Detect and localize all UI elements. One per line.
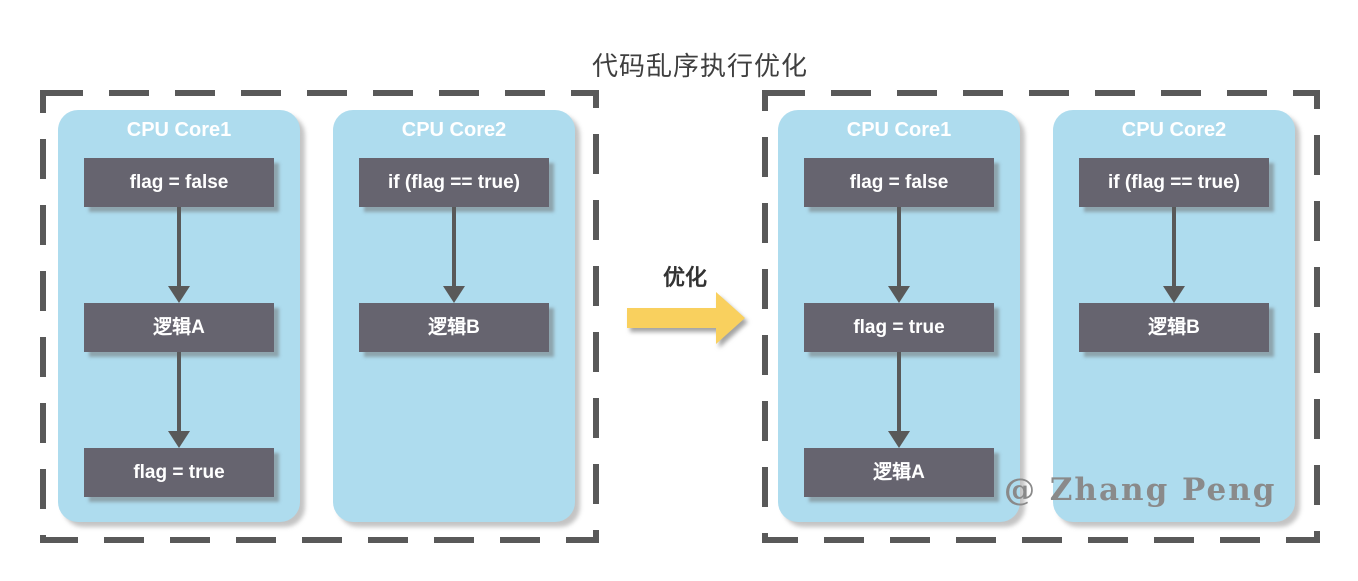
before-group-border [40, 90, 599, 543]
flow-arrow-down-icon [333, 207, 575, 303]
step-box: flag = true [804, 303, 994, 352]
panel-before-cpu-core2: CPU Core2 if (flag == true) 逻辑B [333, 110, 575, 522]
step-box: flag = true [84, 448, 274, 497]
after-group-border [762, 90, 1320, 543]
step-box: 逻辑A [804, 448, 994, 497]
flow-arrow-down-icon [778, 352, 1020, 448]
step-box: flag = false [804, 158, 994, 207]
optimize-arrow-right-icon [627, 292, 745, 344]
step-box: flag = false [84, 158, 274, 207]
step-box: if (flag == true) [359, 158, 549, 207]
panel-after-cpu-core2: CPU Core2 if (flag == true) 逻辑B [1053, 110, 1295, 522]
panel-title: CPU Core2 [1121, 119, 1227, 141]
diagram-title: 代码乱序执行优化 [591, 51, 808, 81]
step-box: 逻辑B [359, 303, 549, 352]
flow-arrow-down-icon [58, 207, 300, 303]
step-box: if (flag == true) [1079, 158, 1269, 207]
panel-title: CPU Core2 [401, 119, 507, 141]
panel-after-cpu-core1: CPU Core1 flag = false flag = true 逻辑A [778, 110, 1020, 522]
step-box: 逻辑B [1079, 303, 1269, 352]
step-box: 逻辑A [84, 303, 274, 352]
panel-title: CPU Core1 [846, 119, 952, 141]
watermark: @ Zhang Peng [1004, 472, 1277, 508]
panel-before-cpu-core1: CPU Core1 flag = false 逻辑A flag = true [58, 110, 300, 522]
flow-arrow-down-icon [58, 352, 300, 448]
flow-arrow-down-icon [1053, 207, 1295, 303]
optimize-label: 优化 [662, 265, 707, 290]
flow-arrow-down-icon [778, 207, 1020, 303]
panel-title: CPU Core1 [126, 119, 232, 141]
